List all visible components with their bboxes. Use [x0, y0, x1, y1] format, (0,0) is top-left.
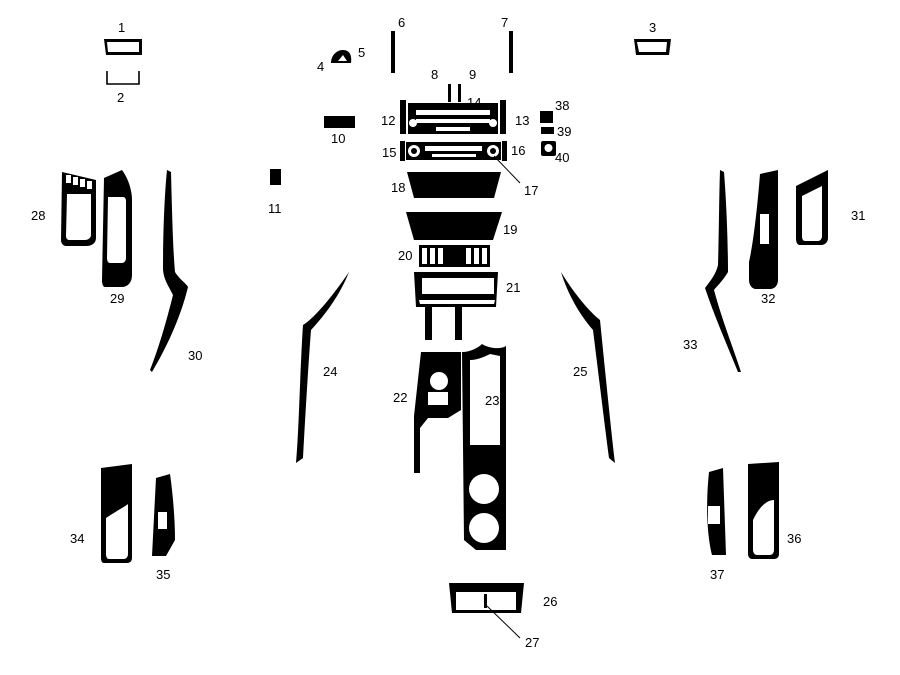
- part-2: [106, 71, 140, 85]
- label-37: 37: [710, 567, 724, 582]
- part-number-labels: 1 2 3 4 5 6 7 8 9 10 11 12 13 14 15 16 1…: [31, 15, 865, 650]
- part-30: [150, 170, 188, 372]
- part-18: [407, 172, 501, 198]
- part-29: [102, 170, 132, 287]
- part-20: [419, 245, 490, 267]
- label-22: 22: [393, 390, 407, 405]
- label-4: 4: [317, 59, 324, 74]
- part-25: [561, 272, 615, 463]
- part-33: [705, 170, 741, 372]
- part-35: [152, 474, 175, 556]
- label-9: 9: [469, 67, 476, 82]
- label-28: 28: [31, 208, 45, 223]
- leader-27: [486, 605, 521, 639]
- part-3: [634, 39, 671, 55]
- label-2: 2: [117, 90, 124, 105]
- part-40: [541, 141, 556, 156]
- label-26: 26: [543, 594, 557, 609]
- label-30: 30: [188, 348, 202, 363]
- part-36: [748, 462, 779, 559]
- label-7: 7: [501, 15, 508, 30]
- leader-17: [493, 155, 521, 184]
- part-34: [101, 464, 132, 563]
- label-32: 32: [761, 291, 775, 306]
- part-37: [707, 468, 726, 555]
- label-34: 34: [70, 531, 84, 546]
- label-40: 40: [555, 150, 569, 165]
- part-7: [509, 31, 513, 73]
- label-13: 13: [515, 113, 529, 128]
- part-31: [796, 170, 828, 245]
- label-31: 31: [851, 208, 865, 223]
- part-8: [448, 84, 451, 102]
- part-23: [462, 344, 506, 550]
- label-10: 10: [331, 131, 345, 146]
- part-26: [449, 583, 524, 613]
- part-21: [414, 272, 498, 340]
- part-24: [296, 272, 349, 463]
- label-8: 8: [431, 67, 438, 82]
- label-1: 1: [118, 20, 125, 35]
- label-24: 24: [323, 364, 337, 379]
- label-19: 19: [503, 222, 517, 237]
- label-25: 25: [573, 364, 587, 379]
- label-35: 35: [156, 567, 170, 582]
- label-20: 20: [398, 248, 412, 263]
- label-18: 18: [391, 180, 405, 195]
- label-6: 6: [398, 15, 405, 30]
- label-15: 15: [382, 145, 396, 160]
- label-23: 23: [485, 393, 499, 408]
- part-4-5: [331, 50, 352, 63]
- label-36: 36: [787, 531, 801, 546]
- part-15-16-17: [400, 141, 507, 161]
- part-28: [61, 172, 96, 246]
- label-12: 12: [381, 113, 395, 128]
- part-38: [540, 111, 553, 123]
- label-3: 3: [649, 20, 656, 35]
- label-29: 29: [110, 291, 124, 306]
- label-17: 17: [524, 183, 538, 198]
- part-10: [324, 116, 355, 128]
- part-9: [458, 84, 461, 102]
- label-39: 39: [557, 124, 571, 139]
- label-11: 11: [268, 201, 282, 216]
- part-19: [406, 212, 502, 240]
- part-1: [104, 39, 142, 55]
- label-14: 14: [467, 95, 481, 110]
- label-5: 5: [358, 45, 365, 60]
- part-12-13-14: [400, 100, 506, 134]
- label-38: 38: [555, 98, 569, 113]
- part-22: [414, 352, 461, 473]
- part-6: [391, 31, 395, 73]
- label-16: 16: [511, 143, 525, 158]
- part-11: [270, 169, 281, 185]
- label-27: 27: [525, 635, 539, 650]
- part-39: [541, 127, 554, 134]
- part-32: [749, 170, 778, 289]
- label-21: 21: [506, 280, 520, 295]
- label-33: 33: [683, 337, 697, 352]
